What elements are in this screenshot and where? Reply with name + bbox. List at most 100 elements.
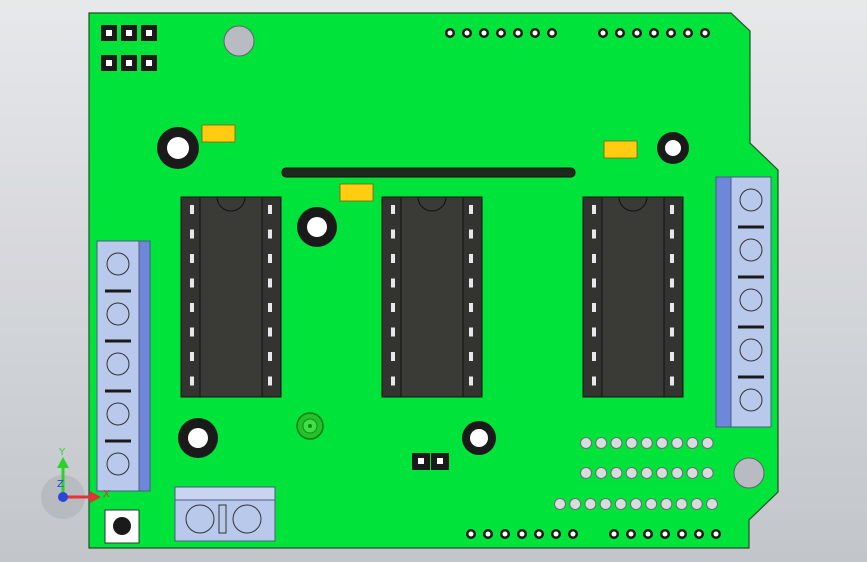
pin-hole[interactable] [466,529,476,539]
grid-pin[interactable] [595,467,608,479]
grid-pin[interactable] [640,437,653,449]
mounting-hole-bottom-right[interactable] [733,457,765,489]
terminal-block-left[interactable] [96,240,151,492]
standoff-left-top[interactable] [157,127,199,169]
standoff-right-top[interactable] [657,132,689,164]
ic-chip-left[interactable] [180,196,282,398]
grid-pin[interactable] [660,498,673,510]
terminal-screw[interactable] [106,402,130,426]
smd-pad-right[interactable] [603,140,638,159]
grid-pin[interactable] [701,437,714,449]
pin-hole[interactable] [568,529,578,539]
smd-pad-center[interactable] [339,183,374,202]
grid-pin[interactable] [675,498,688,510]
pin-hole[interactable] [500,529,510,539]
terminal-screw[interactable] [739,188,763,212]
pin-row-bottom-right[interactable] [609,529,721,539]
grid-pin[interactable] [599,498,612,510]
grid-pin[interactable] [686,437,699,449]
header-pins-center[interactable] [412,453,449,470]
pin-hole[interactable] [660,529,670,539]
grid-pin[interactable] [584,498,597,510]
pin-hole[interactable] [683,28,693,38]
grid-pin[interactable] [690,498,703,510]
pin-hole[interactable] [677,529,687,539]
pin-hole[interactable] [700,28,710,38]
pin-hole[interactable] [694,529,704,539]
pin-hole[interactable] [609,529,619,539]
pin-hole[interactable] [445,28,455,38]
header-pin[interactable] [101,25,117,41]
standoff-left-bottom[interactable] [178,418,218,458]
terminal-screw[interactable] [106,352,130,376]
pin-hole[interactable] [632,28,642,38]
terminal-screw[interactable] [739,238,763,262]
pin-hole[interactable] [530,28,540,38]
ic-chip-center[interactable] [381,196,483,398]
pin-hole[interactable] [496,28,506,38]
pin-hole[interactable] [711,529,721,539]
pin-hole[interactable] [626,529,636,539]
grid-pin[interactable] [645,498,658,510]
grid-pin[interactable] [656,467,668,479]
ic-chip-right[interactable] [582,196,684,398]
grid-pin[interactable] [610,437,623,449]
terminal-screw[interactable] [106,452,130,476]
header-pin[interactable] [141,55,157,71]
terminal-screw[interactable] [106,302,130,326]
led-green[interactable] [296,412,324,440]
grid-pin[interactable] [671,437,684,449]
grid-pin[interactable] [671,467,684,479]
pin-hole[interactable] [517,529,527,539]
grid-pin[interactable] [580,437,592,449]
pin-row-top-left[interactable] [445,28,557,38]
push-button[interactable] [104,509,140,544]
pin-hole[interactable] [615,28,625,38]
pin-hole[interactable] [598,28,608,38]
pin-hole[interactable] [643,529,653,539]
pin-hole[interactable] [666,28,676,38]
grid-pin[interactable] [610,467,623,479]
standoff-bottom-center[interactable] [462,421,496,455]
pin-hole[interactable] [551,529,561,539]
terminal-screw[interactable] [739,288,763,312]
header-pin[interactable] [141,25,157,41]
terminal-block-right[interactable] [715,176,772,428]
terminal-screw[interactable] [106,252,130,276]
terminal-block-bottom[interactable] [174,486,276,542]
pin-hole[interactable] [483,529,493,539]
grid-pin[interactable] [656,437,668,449]
grid-pin[interactable] [580,467,592,479]
grid-pin[interactable] [554,498,566,510]
grid-pin[interactable] [625,467,638,479]
grid-pin[interactable] [595,437,608,449]
pin-hole[interactable] [513,28,523,38]
mounting-hole-top-left[interactable] [223,25,255,57]
pin-hole[interactable] [649,28,659,38]
smd-pad-left[interactable] [201,124,236,143]
pin-grid-bottom-right[interactable] [554,437,718,510]
grid-pin[interactable] [701,467,714,479]
jumper-bar[interactable] [281,167,576,178]
grid-pin[interactable] [640,467,653,479]
grid-pin[interactable] [625,437,638,449]
header-pin[interactable] [121,25,137,41]
header-pin[interactable] [412,453,430,470]
grid-pin[interactable] [706,498,718,510]
header-pin[interactable] [121,55,137,71]
header-pin[interactable] [431,453,449,470]
grid-pin[interactable] [614,498,627,510]
pin-hole[interactable] [547,28,557,38]
pin-row-top-right[interactable] [598,28,710,38]
terminal-screw[interactable] [739,338,763,362]
pin-row-bottom-left[interactable] [466,529,578,539]
pin-hole[interactable] [534,529,544,539]
terminal-screw[interactable] [739,388,763,412]
pin-hole[interactable] [479,28,489,38]
pin-hole[interactable] [462,28,472,38]
header-pins-top-left[interactable] [101,25,157,71]
standoff-center[interactable] [297,207,337,247]
header-pin[interactable] [101,55,117,71]
